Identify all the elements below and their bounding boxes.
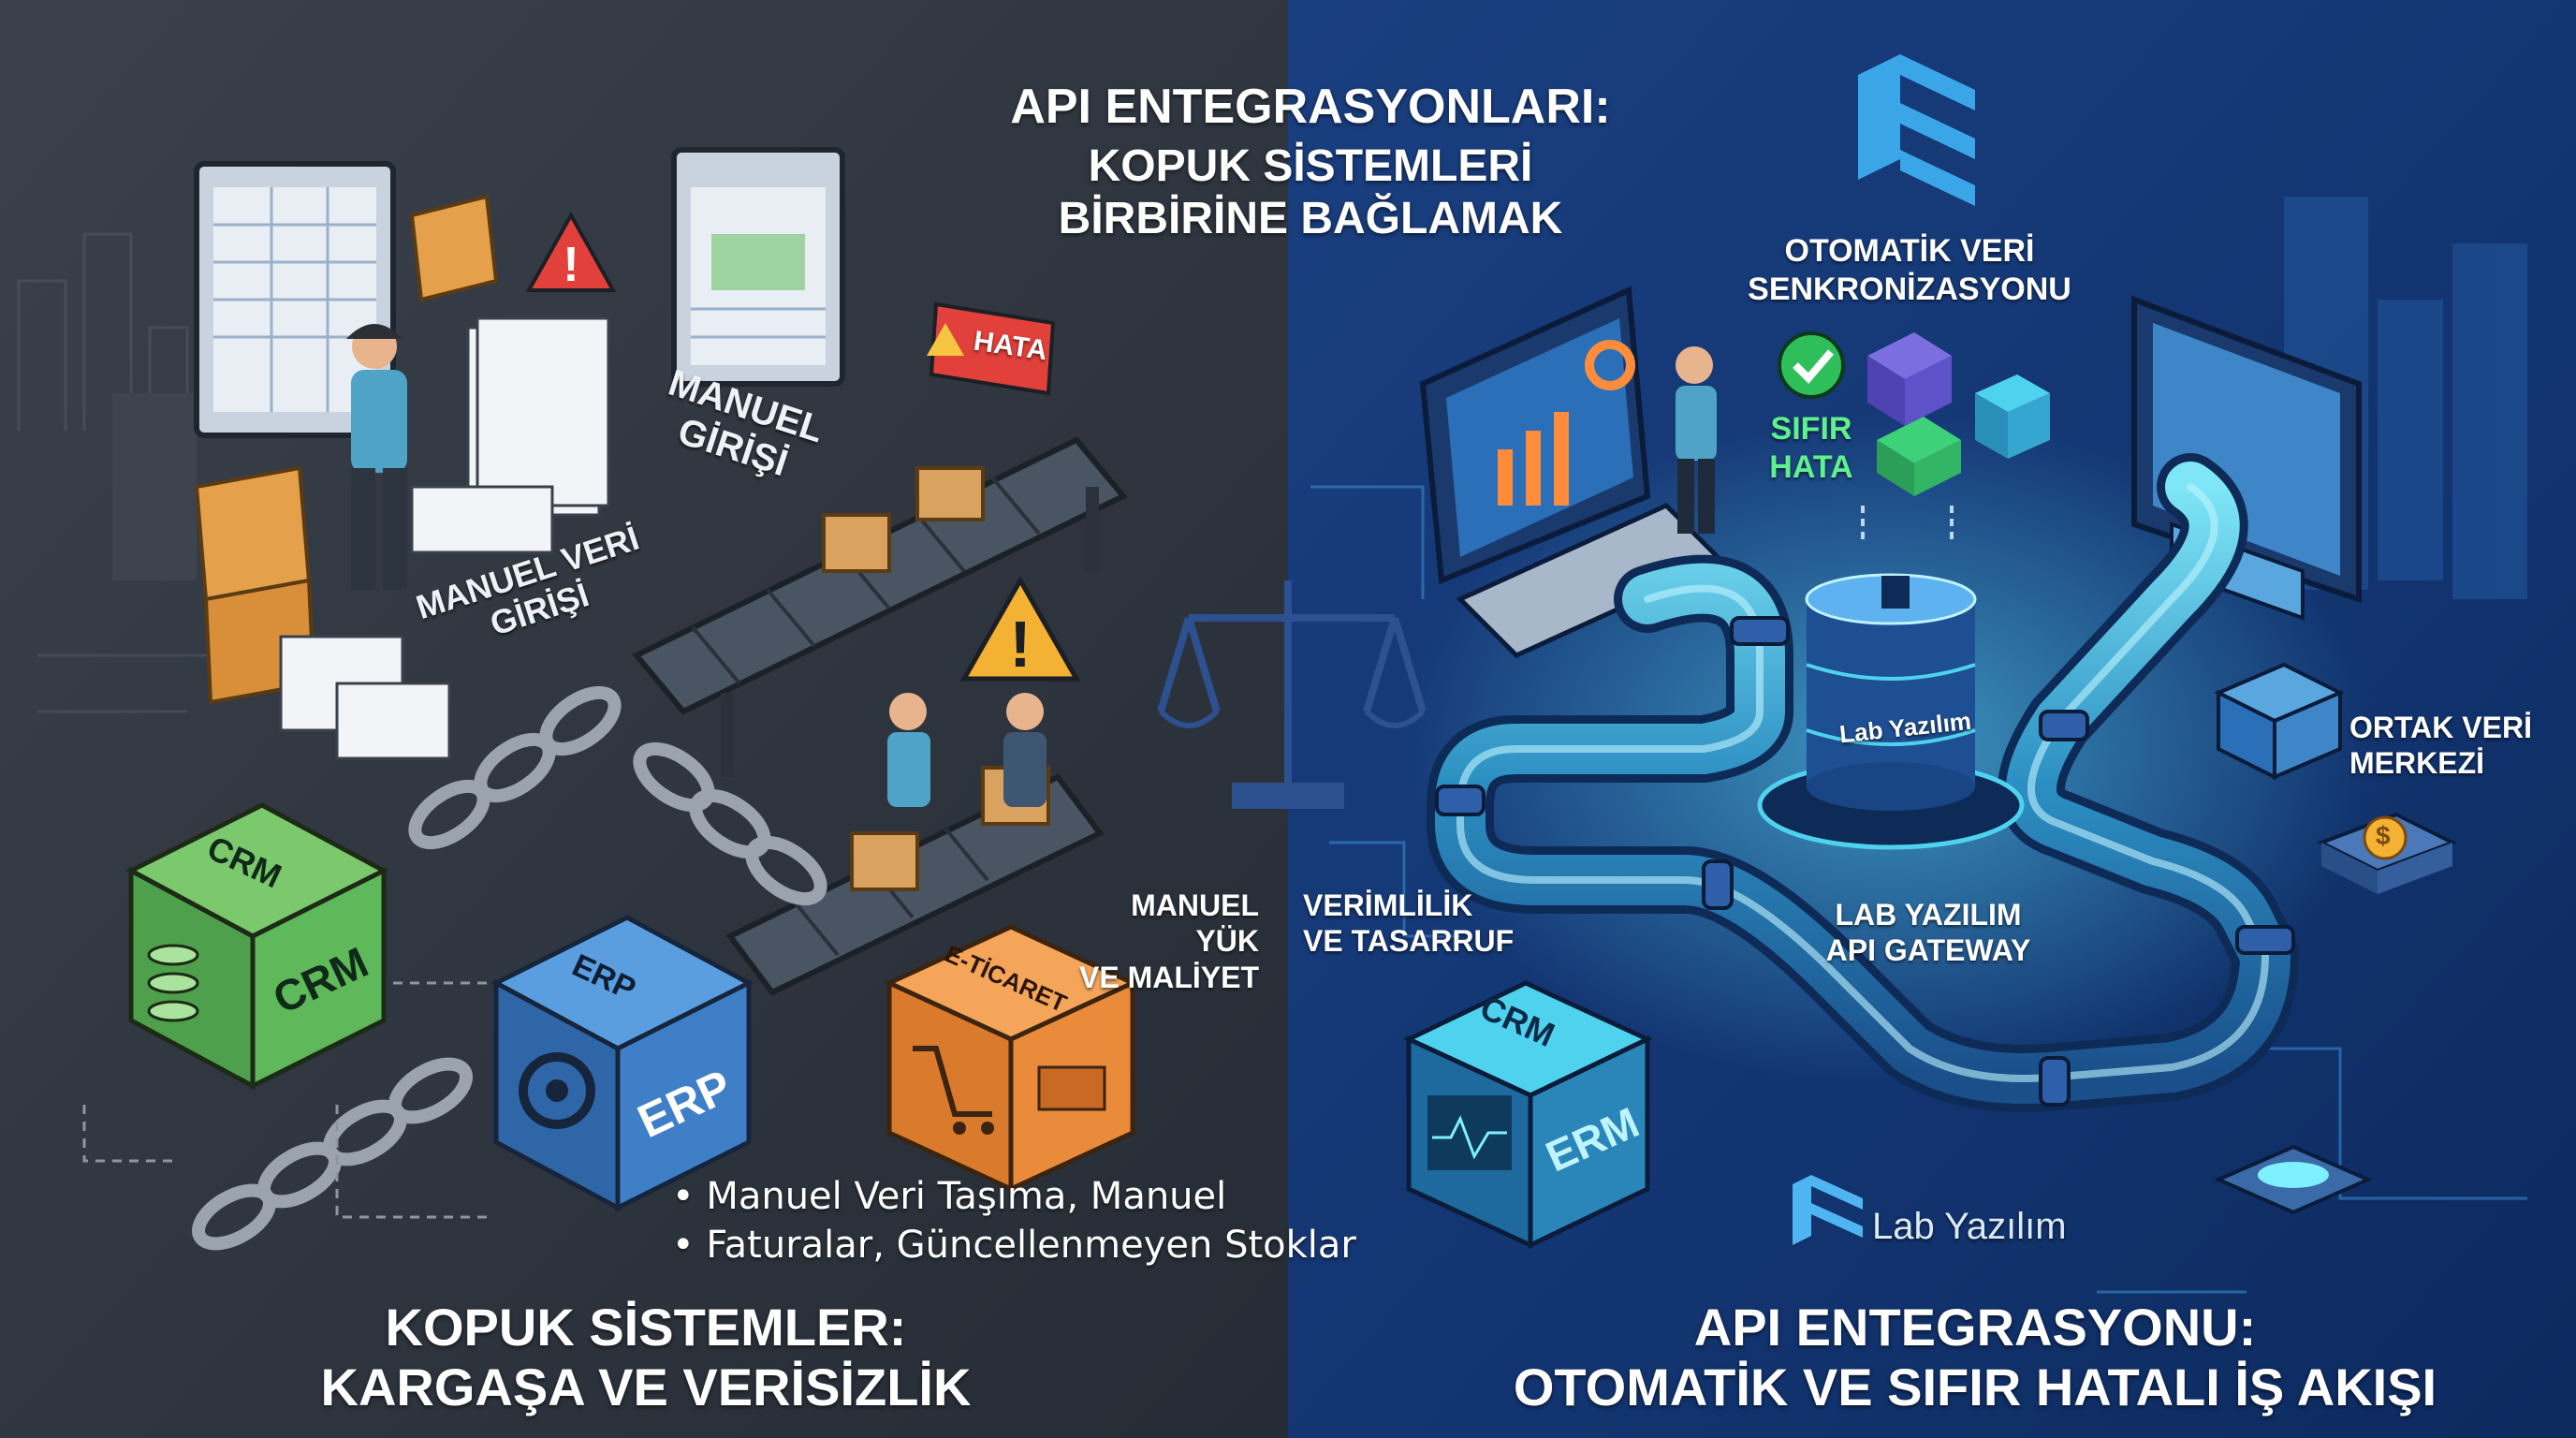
ortak-line2: MERKEZİ <box>2349 746 2484 781</box>
paper-stack <box>279 316 610 760</box>
otomatik-line2: SENKRONİZASYONU <box>1748 271 2071 307</box>
coin-device <box>2317 812 2457 894</box>
check-icon <box>1778 331 1845 399</box>
warning-triangle-1: ! <box>525 211 617 292</box>
pipeline <box>1427 453 2300 1112</box>
hata-sign <box>927 301 1056 396</box>
brand-logo-icon <box>1793 1175 1863 1245</box>
page-title: API ENTEGRASYONLARI: <box>1010 80 1611 134</box>
bullet-text-1: Manuel Veri Taşıma, Manuel <box>706 1175 1227 1218</box>
broken-chain <box>192 685 827 1251</box>
left-building <box>112 393 197 580</box>
coin-icon: $ <box>2376 821 2391 850</box>
svg-text:!: ! <box>1009 608 1031 681</box>
sync-arrows <box>1861 506 1954 543</box>
verimlilik-label: VERİMLİLİK VE TASARRUF <box>1303 888 1528 960</box>
balance-scale <box>1157 580 1427 809</box>
person-left-1 <box>346 324 407 590</box>
pipe-joints <box>1435 616 2295 1107</box>
sifir-line1: SIFIR <box>1770 411 1852 447</box>
gateway-database <box>1757 573 2025 850</box>
left-bullet-list: • Manuel Veri Taşıma, Manuel • Faturalar… <box>672 1172 1356 1269</box>
ortak-line1: ORTAK VERİ <box>2349 711 2532 744</box>
verimlilik-line1: VERİMLİLİK <box>1303 888 1473 922</box>
bullet-text-2: Faturalar, Güncellenmeyen Stoklar <box>706 1224 1356 1267</box>
left-dashed-arrows <box>82 981 487 1219</box>
brand-name: Lab Yazılım <box>1872 1206 2067 1247</box>
top-logo-icon <box>1858 54 1975 206</box>
spreadsheet-monitor-1 <box>194 161 396 438</box>
erp-cube <box>490 915 754 1212</box>
data-center-server <box>2214 662 2345 781</box>
gateway-line1: LAB YAZILIM <box>1835 898 2022 932</box>
dashboard-monitor <box>1419 286 1727 658</box>
glow-device <box>2214 1144 2373 1215</box>
warning-triangle-2: ! <box>959 575 1081 682</box>
right-bottom-title-line1: API ENTEGRASYONU: <box>1693 1298 2257 1357</box>
workers-left <box>887 693 1046 807</box>
right-bottom-title-line2: OTOMATİK VE SIFIR HATALI İŞ AKIŞI <box>1513 1357 2437 1416</box>
page-subtitle-line2: BİRBİRİNE BAĞLAMAK <box>1058 194 1563 243</box>
sync-cubes <box>1867 332 2050 496</box>
spreadsheet-monitor-2 <box>671 147 845 387</box>
api-gateway-label: LAB YAZILIM API GATEWAY <box>1797 897 2059 969</box>
person-right <box>1676 346 1717 534</box>
sifir-line2: HATA <box>1769 448 1853 485</box>
bullet-item: • Faturalar, Güncellenmeyen Stoklar <box>672 1224 1356 1267</box>
right-circuit-lines <box>1310 485 2527 1294</box>
crm-cube <box>125 802 389 1091</box>
bullet-item: • Manuel Veri Taşıma, Manuel <box>672 1175 1227 1218</box>
gateway-line2: API GATEWAY <box>1825 933 2031 968</box>
sifir-hata-label: SIFIR HATA <box>1760 410 1863 487</box>
left-bottom-title-line1: KOPUK SİSTEMLER: <box>385 1298 907 1357</box>
ortak-veri-label: ORTAK VERİ MERKEZİ <box>2349 710 2532 782</box>
verimlilik-line2: VE TASARRUF <box>1303 924 1515 959</box>
left-bottom-title-line2: KARGAŞA VE VERİSİZLİK <box>320 1357 972 1416</box>
otomatik-veri-label: OTOMATİK VERİ SENKRONİZASYONU <box>1741 232 2078 309</box>
eticaret-cube <box>884 924 1138 1193</box>
manuel-yuk-line2: VE MALİYET <box>1078 960 1259 994</box>
manuel-yuk-line1: MANUEL YÜK <box>1131 888 1259 959</box>
crm-erm-cube <box>1403 980 1653 1249</box>
manuel-yuk-label: MANUEL YÜK VE MALİYET <box>1062 888 1259 995</box>
page-subtitle-line1: KOPUK SİSTEMLERİ <box>1088 141 1533 191</box>
svg-text:!: ! <box>563 238 578 292</box>
otomatik-line1: OTOMATİK VERİ <box>1784 233 2035 269</box>
